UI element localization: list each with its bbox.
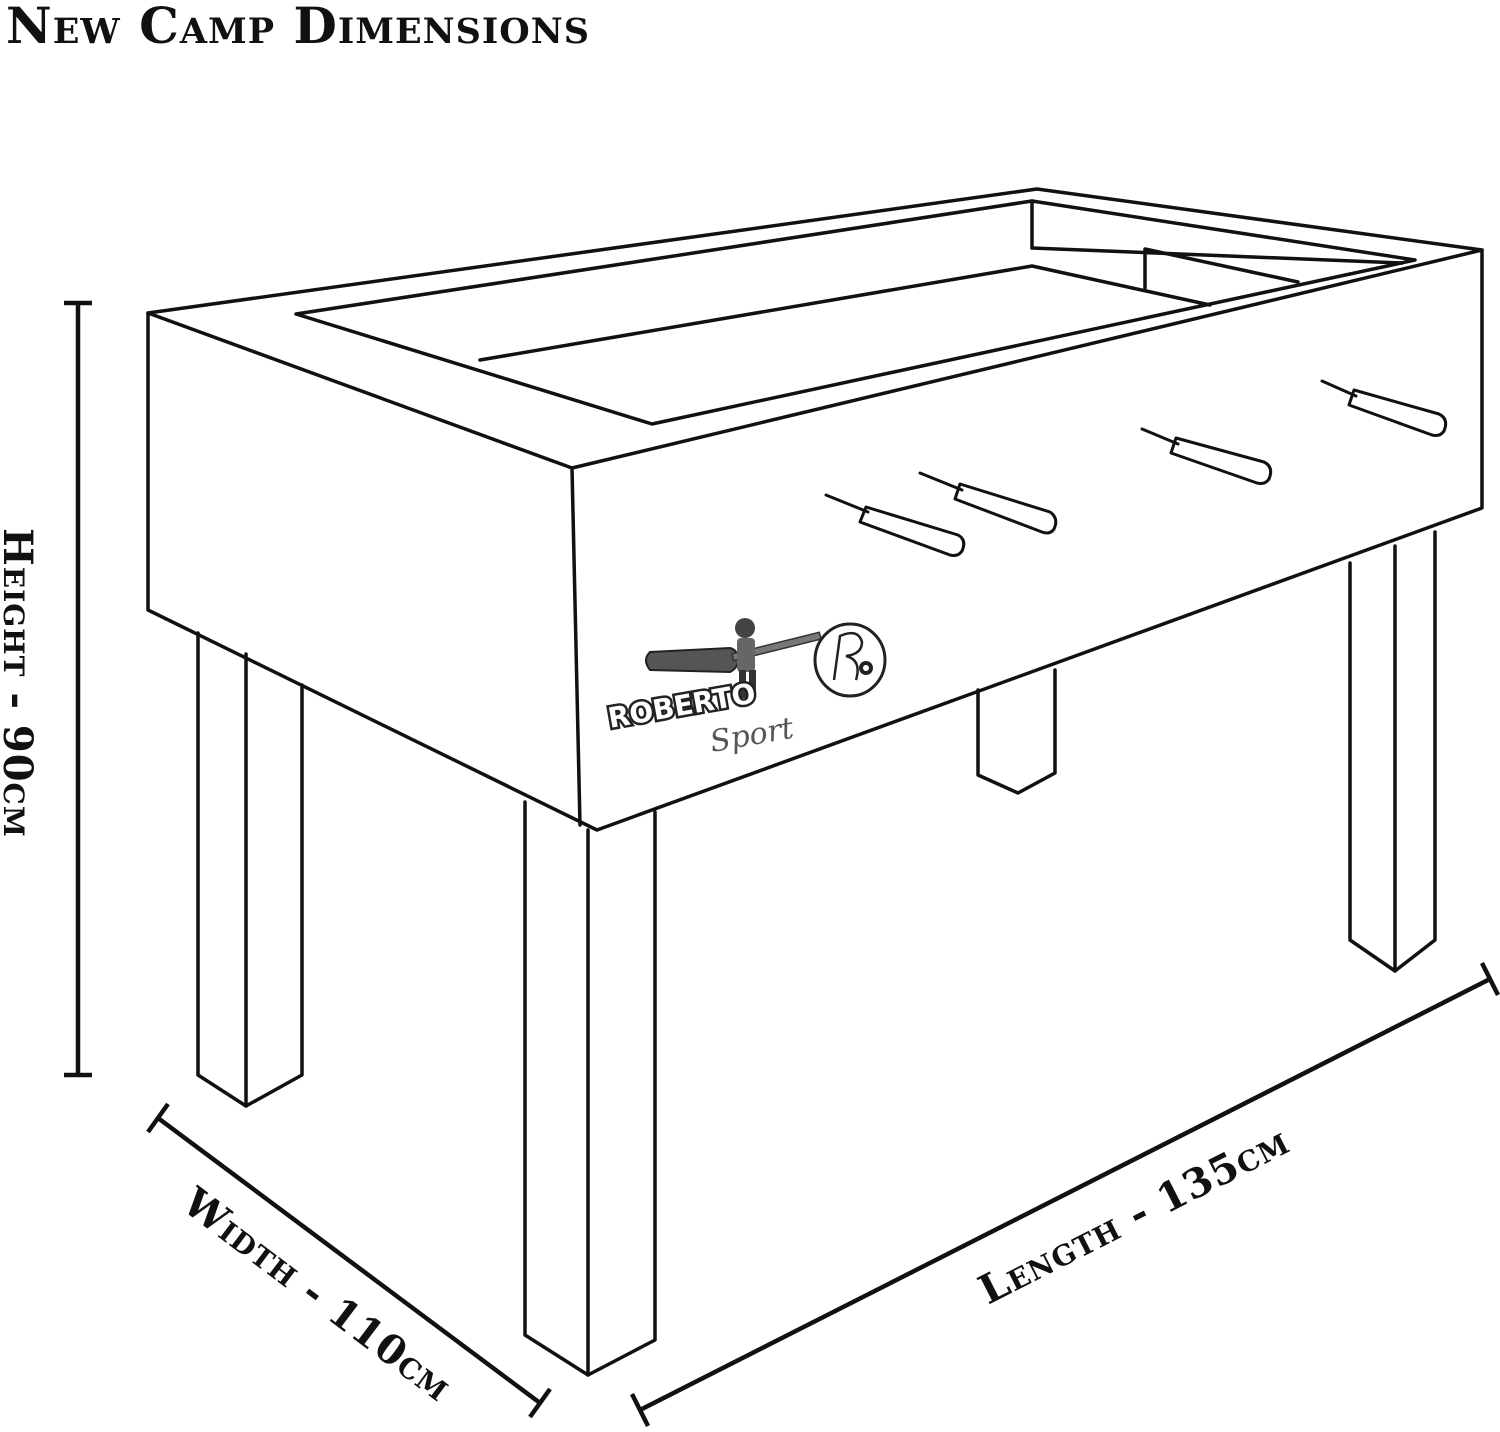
rod-handle-1 (824, 493, 966, 557)
leg-front-left (196, 631, 304, 1108)
rod-handle-2 (918, 471, 1058, 535)
rod-handle-4 (1320, 379, 1448, 437)
table-body (146, 187, 1484, 832)
height-label: Height - 90cm (0, 528, 41, 838)
roberto-sport-logo: ROBERTO Sport (603, 618, 887, 760)
diagram-title: New Camp Dimensions (6, 0, 591, 55)
width-label: Width - 110cm (173, 1178, 461, 1411)
logo-handle-icon (645, 631, 822, 674)
rod-handle-3 (1140, 427, 1273, 485)
length-dimension-line (629, 961, 1500, 1428)
logo-player-icon (735, 618, 756, 698)
width-dimension-line (146, 1102, 552, 1419)
leg-back-right (1348, 530, 1437, 973)
height-dimension-line (64, 300, 92, 1078)
logo-script-text: Sport (707, 711, 797, 760)
leg-front-right (523, 800, 657, 1377)
logo-emblem-icon (813, 622, 887, 698)
leg-back-middle (976, 668, 1057, 795)
